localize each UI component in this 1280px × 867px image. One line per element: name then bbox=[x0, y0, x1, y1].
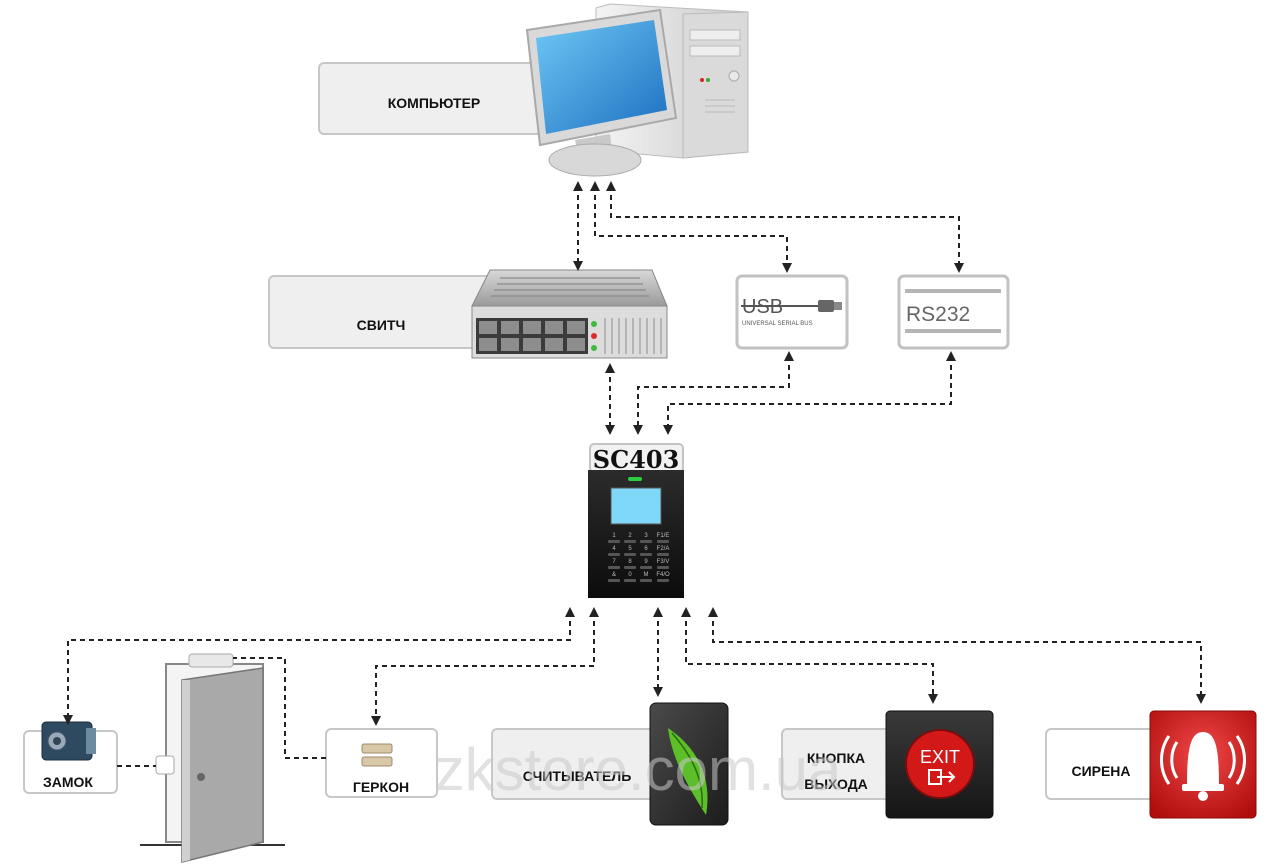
exit-label-line1: КНОПКА bbox=[807, 750, 865, 766]
link-rs232-controller bbox=[663, 351, 956, 435]
switch-label: СВИТЧ bbox=[357, 317, 406, 333]
switch-label-box bbox=[268, 275, 506, 349]
network-switch-icon bbox=[471, 269, 668, 359]
rs232-text: RS232 bbox=[906, 303, 970, 326]
svg-text:&: & bbox=[612, 572, 616, 578]
svg-text:F2/A: F2/A bbox=[657, 546, 670, 552]
svg-text:9: 9 bbox=[644, 559, 648, 565]
link-usb-controller bbox=[633, 351, 794, 435]
keypad-key: & bbox=[608, 572, 620, 582]
keypad-key: 4 bbox=[608, 546, 620, 556]
rs232-node: RS232 bbox=[897, 274, 1010, 350]
svg-text:4: 4 bbox=[612, 546, 616, 552]
keypad-key: 2 bbox=[624, 533, 636, 543]
connection-lines bbox=[63, 181, 1206, 767]
svg-text:3: 3 bbox=[644, 533, 648, 539]
svg-text:F1/E: F1/E bbox=[657, 533, 670, 539]
keypad-key: F1/E bbox=[657, 533, 670, 543]
link-pc-usb bbox=[590, 181, 792, 273]
link-controller-exit bbox=[681, 607, 938, 704]
watermark: zkstore.com.ua bbox=[435, 736, 842, 803]
computer-node: КОМПЬЮТЕР bbox=[318, 3, 749, 177]
svg-text:7: 7 bbox=[612, 559, 616, 565]
reed-node: ГЕРКОН bbox=[325, 728, 438, 798]
svg-text:8: 8 bbox=[628, 559, 632, 565]
monitor-icon bbox=[525, 8, 678, 177]
svg-text:6: 6 bbox=[644, 546, 648, 552]
usb-box bbox=[735, 274, 849, 350]
exit-button-text: EXIT bbox=[920, 747, 960, 767]
keypad-key: M bbox=[640, 572, 652, 582]
svg-text:1: 1 bbox=[612, 533, 616, 539]
keypad-key: 1 bbox=[608, 533, 620, 543]
door-icon bbox=[140, 653, 285, 863]
lock-node: ЗАМОК bbox=[23, 721, 118, 794]
usb-caption: UNIVERSAL SERIAL BUS bbox=[742, 321, 813, 327]
switch-node: СВИТЧ bbox=[268, 269, 668, 359]
svg-text:2: 2 bbox=[628, 533, 632, 539]
svg-text:M: M bbox=[644, 572, 649, 578]
keypad-key: F3/V bbox=[657, 559, 670, 569]
keypad: 1 2 3 F1/E 4 5 6 F2/A 7 8 9 F3/V & 0 M F4/O bbox=[608, 533, 670, 582]
keypad-key: 3 bbox=[640, 533, 652, 543]
reed-label: ГЕРКОН bbox=[353, 779, 409, 795]
siren-label: СИРЕНА bbox=[1071, 763, 1130, 779]
keypad-key: 0 bbox=[624, 572, 636, 582]
keypad-key: 7 bbox=[608, 559, 620, 569]
svg-text:5: 5 bbox=[628, 546, 632, 552]
keypad-key: 5 bbox=[624, 546, 636, 556]
siren-icon bbox=[1149, 710, 1257, 819]
keypad-key: 9 bbox=[640, 559, 652, 569]
controller-terminal-icon: 1 2 3 F1/E 4 5 6 F2/A 7 8 9 F3/V & 0 M F4/O bbox=[588, 470, 684, 598]
link-controller-reed bbox=[371, 607, 599, 726]
reader-node: СЧИТЫВАТЕЛЬ bbox=[491, 702, 729, 826]
keypad-key: 6 bbox=[640, 546, 652, 556]
link-reed-door bbox=[233, 657, 326, 759]
keypad-key: 8 bbox=[624, 559, 636, 569]
svg-text:F4/O: F4/O bbox=[656, 572, 670, 578]
svg-text:F3/V: F3/V bbox=[657, 559, 670, 565]
exit-button-icon: EXIT bbox=[885, 710, 994, 819]
usb-node: USB UNIVERSAL SERIAL BUS bbox=[735, 274, 849, 350]
link-pc-rs232 bbox=[606, 181, 964, 273]
reed-switch-icon bbox=[361, 743, 393, 767]
controller-label: SC403 bbox=[593, 445, 680, 474]
lock-icon bbox=[41, 721, 96, 761]
keypad-key: F4/O bbox=[656, 572, 670, 582]
usb-plug-icon bbox=[818, 300, 842, 312]
computer-label: КОМПЬЮТЕР bbox=[388, 95, 481, 111]
card-reader-icon bbox=[649, 702, 729, 826]
exit-node: КНОПКА ВЫХОДА EXIT bbox=[781, 710, 994, 819]
reader-label: СЧИТЫВАТЕЛЬ bbox=[523, 768, 632, 784]
link-controller-siren bbox=[708, 607, 1206, 704]
lock-label: ЗАМОК bbox=[43, 774, 93, 790]
svg-text:0: 0 bbox=[628, 572, 632, 578]
exit-label-line2: ВЫХОДА bbox=[804, 776, 868, 792]
keypad-key: F2/A bbox=[657, 546, 670, 556]
controller-node: SC403 1 2 3 F1/E 4 5 6 F2/A 7 8 9 F3/V & 0 M F4/O bbox=[588, 443, 684, 598]
siren-node: СИРЕНА bbox=[1045, 710, 1257, 819]
